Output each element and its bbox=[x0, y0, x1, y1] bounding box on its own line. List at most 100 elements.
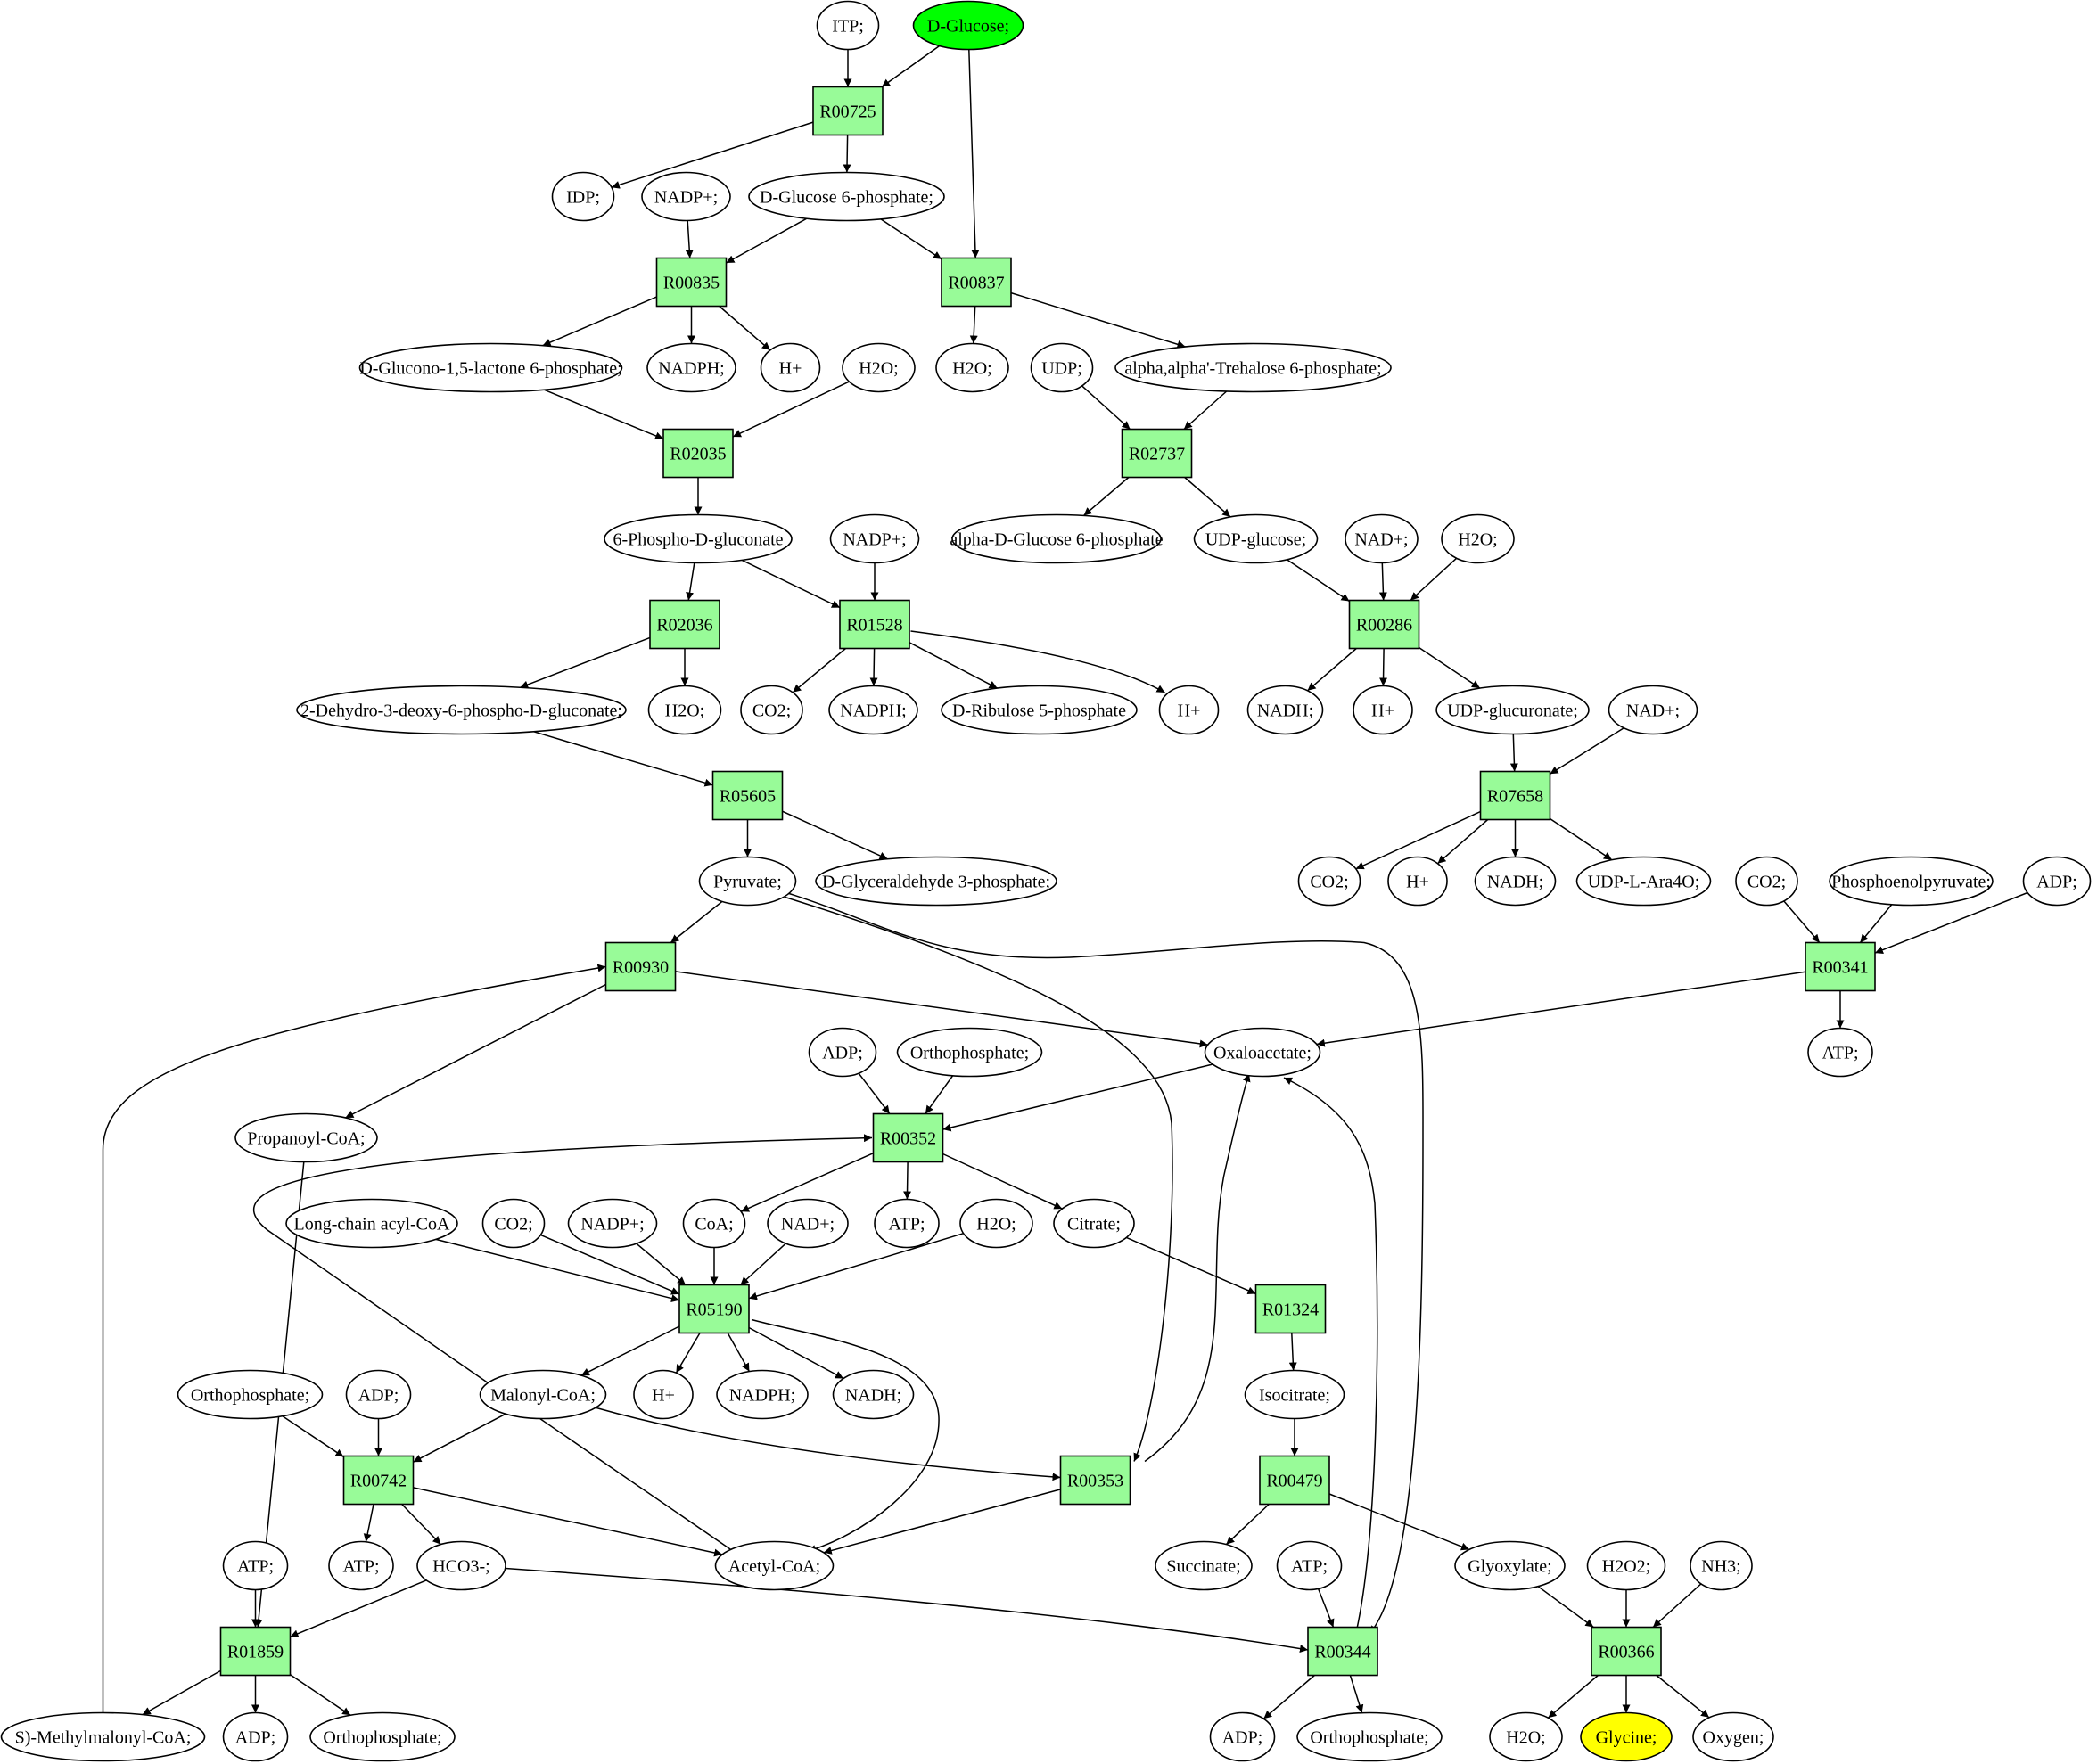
metabolite-node-m_adp2: ADP; bbox=[808, 1027, 877, 1078]
metabolite-node-m_nadp2: NADP+; bbox=[829, 513, 920, 564]
metabolite-ellipse bbox=[177, 1369, 324, 1420]
metabolite-ellipse bbox=[1608, 685, 1698, 735]
edge-r00479-to-m_glyoxylate bbox=[1328, 1493, 1470, 1551]
reaction-node-r02737: R02737 bbox=[1121, 428, 1193, 479]
node-label: D-Glucose; bbox=[927, 17, 1009, 37]
node-label: UDP-glucose; bbox=[1205, 530, 1306, 550]
metabolite-node-m_h2o4: H2O; bbox=[647, 685, 722, 735]
metabolite-ellipse bbox=[829, 513, 920, 564]
edge-m_nad1-to-r00286 bbox=[1378, 562, 1387, 601]
metabolite-node-m_udpara: UDP-L-Ara4O; bbox=[1575, 856, 1712, 907]
node-label: Acetyl-CoA; bbox=[728, 1557, 820, 1577]
edge-r00353-to-m_acoa bbox=[823, 1489, 1061, 1555]
metabolite-node-m_nadph3: NADPH; bbox=[716, 1369, 809, 1420]
metabolite-node-m_nadh2: NADH; bbox=[1474, 856, 1557, 907]
metabolite-ellipse bbox=[1193, 513, 1319, 564]
metabolite-ellipse bbox=[1244, 1369, 1345, 1420]
edge-r00835-to-m_h1 bbox=[719, 305, 771, 351]
node-label: NAD+; bbox=[1626, 701, 1680, 721]
metabolite-ellipse bbox=[935, 342, 1009, 393]
reaction-box bbox=[941, 257, 1012, 308]
edge-r00286-to-m_udpglcu bbox=[1419, 646, 1481, 689]
metabolite-ellipse bbox=[309, 1711, 456, 1762]
metabolite-ellipse bbox=[567, 1198, 658, 1249]
edge-m_dglucose-to-r00725 bbox=[881, 45, 941, 88]
metabolite-node-m_co2b: CO2; bbox=[1297, 856, 1361, 907]
node-label: R07658 bbox=[1487, 787, 1543, 807]
metabolite-node-m_nadp3: NADP+; bbox=[567, 1198, 658, 1249]
edge-r07658-to-m_udpara bbox=[1550, 817, 1613, 861]
node-label: UDP-glucuronate; bbox=[1447, 701, 1578, 721]
metabolite-node-m_glucono: D-Glucono-1,5-lactone 6-phosphate; bbox=[358, 342, 623, 393]
edge-r01528-to-m_co2a bbox=[792, 647, 846, 693]
metabolite-node-m_nad2: NAD+; bbox=[1608, 685, 1698, 735]
edge-r02737-to-m_adg6p bbox=[1083, 476, 1130, 516]
node-label: R00286 bbox=[1356, 616, 1412, 636]
metabolite-ellipse bbox=[1030, 342, 1094, 393]
node-label: R00725 bbox=[819, 103, 876, 122]
edge-m_pi2-to-r00742 bbox=[282, 1415, 344, 1458]
node-label: Citrate; bbox=[1067, 1215, 1121, 1235]
node-label: Oxygen; bbox=[1703, 1728, 1764, 1748]
metabolite-node-m_atp1: ATP; bbox=[1807, 1027, 1873, 1078]
reaction-box bbox=[839, 599, 910, 650]
metabolite-ellipse bbox=[760, 342, 821, 393]
node-label: NAD+; bbox=[1354, 530, 1408, 550]
metabolite-ellipse bbox=[1829, 856, 1994, 907]
node-label: R00837 bbox=[948, 274, 1004, 293]
reaction-node-r00366: R00366 bbox=[1591, 1626, 1662, 1677]
edge-r00725-to-m_g6p bbox=[843, 135, 851, 173]
reaction-box bbox=[812, 86, 884, 136]
node-label: ATP; bbox=[1291, 1557, 1328, 1577]
node-label: R00344 bbox=[1314, 1643, 1370, 1662]
edge-m_pep-to-r00341 bbox=[1859, 904, 1893, 943]
node-label: R00930 bbox=[613, 958, 669, 978]
metabolite-node-m_h3: H+ bbox=[1353, 685, 1413, 735]
edge-m_nadp1-to-r00835 bbox=[685, 220, 694, 258]
node-label: alpha,alpha'-Trehalose 6-phosphate; bbox=[1124, 359, 1381, 379]
edge-m_udpglc-to-r00286 bbox=[1286, 559, 1350, 603]
metabolite-node-m_h2: H+ bbox=[1158, 685, 1220, 735]
metabolite-ellipse bbox=[1575, 856, 1712, 907]
metabolite-node-m_nad3: NAD+; bbox=[767, 1198, 849, 1249]
metabolite-node-m_6pg: 6-Phospho-D-gluconate bbox=[604, 513, 793, 564]
metabolite-node-m_h2o2: H2O; bbox=[935, 342, 1009, 393]
node-label: NADPH; bbox=[658, 359, 724, 379]
node-label: ATP; bbox=[237, 1557, 274, 1577]
metabolite-node-m_pi3: Orthophosphate; bbox=[309, 1711, 456, 1762]
node-label: IDP; bbox=[566, 188, 600, 208]
reaction-node-r01324: R01324 bbox=[1254, 1284, 1327, 1334]
node-label: R00742 bbox=[350, 1472, 407, 1491]
reaction-box bbox=[1307, 1626, 1378, 1677]
metabolite-node-m_g6p: D-Glucose 6-phosphate; bbox=[748, 171, 945, 222]
metabolite-ellipse bbox=[941, 685, 1138, 735]
metabolite-ellipse bbox=[1735, 856, 1798, 907]
edge-r00742-to-m_acoa bbox=[413, 1487, 723, 1557]
edge-m_citrate-to-r01324 bbox=[1126, 1236, 1256, 1295]
node-label: H+ bbox=[1178, 701, 1201, 721]
metabolite-ellipse bbox=[1474, 856, 1557, 907]
edge-m_pyruvate-to-r00353 bbox=[785, 896, 1173, 1462]
edge-r00479-to-m_succinate bbox=[1225, 1503, 1270, 1546]
reaction-box bbox=[1059, 1455, 1131, 1506]
reaction-node-r00479: R00479 bbox=[1259, 1455, 1330, 1506]
metabolite-node-m_atp3: ATP; bbox=[222, 1540, 289, 1591]
node-label: ADP; bbox=[358, 1386, 399, 1406]
reaction-box bbox=[1348, 599, 1420, 650]
metabolite-ellipse bbox=[874, 1198, 940, 1249]
node-label: R01528 bbox=[846, 616, 902, 636]
edge-r07658-to-m_co2b bbox=[1355, 810, 1481, 870]
metabolite-node-m_coa: CoA; bbox=[682, 1198, 746, 1249]
metabolite-ellipse bbox=[1053, 1198, 1135, 1249]
node-label: Orthophosphate; bbox=[910, 1044, 1029, 1063]
reaction-box bbox=[604, 941, 677, 992]
reaction-node-r00930: R00930 bbox=[604, 941, 677, 992]
metabolite-node-m_glycine: Glycine; bbox=[1580, 1711, 1673, 1762]
edge-m_malcoa-to-r00353 bbox=[596, 1407, 1061, 1481]
metabolite-ellipse bbox=[647, 685, 722, 735]
metabolite-ellipse bbox=[481, 1198, 546, 1249]
edge-m_h2o1-to-r02035 bbox=[732, 381, 850, 438]
node-label: R00479 bbox=[1266, 1472, 1322, 1491]
metabolite-ellipse bbox=[0, 1711, 206, 1762]
metabolite-node-m_atp2: ATP; bbox=[874, 1198, 940, 1249]
